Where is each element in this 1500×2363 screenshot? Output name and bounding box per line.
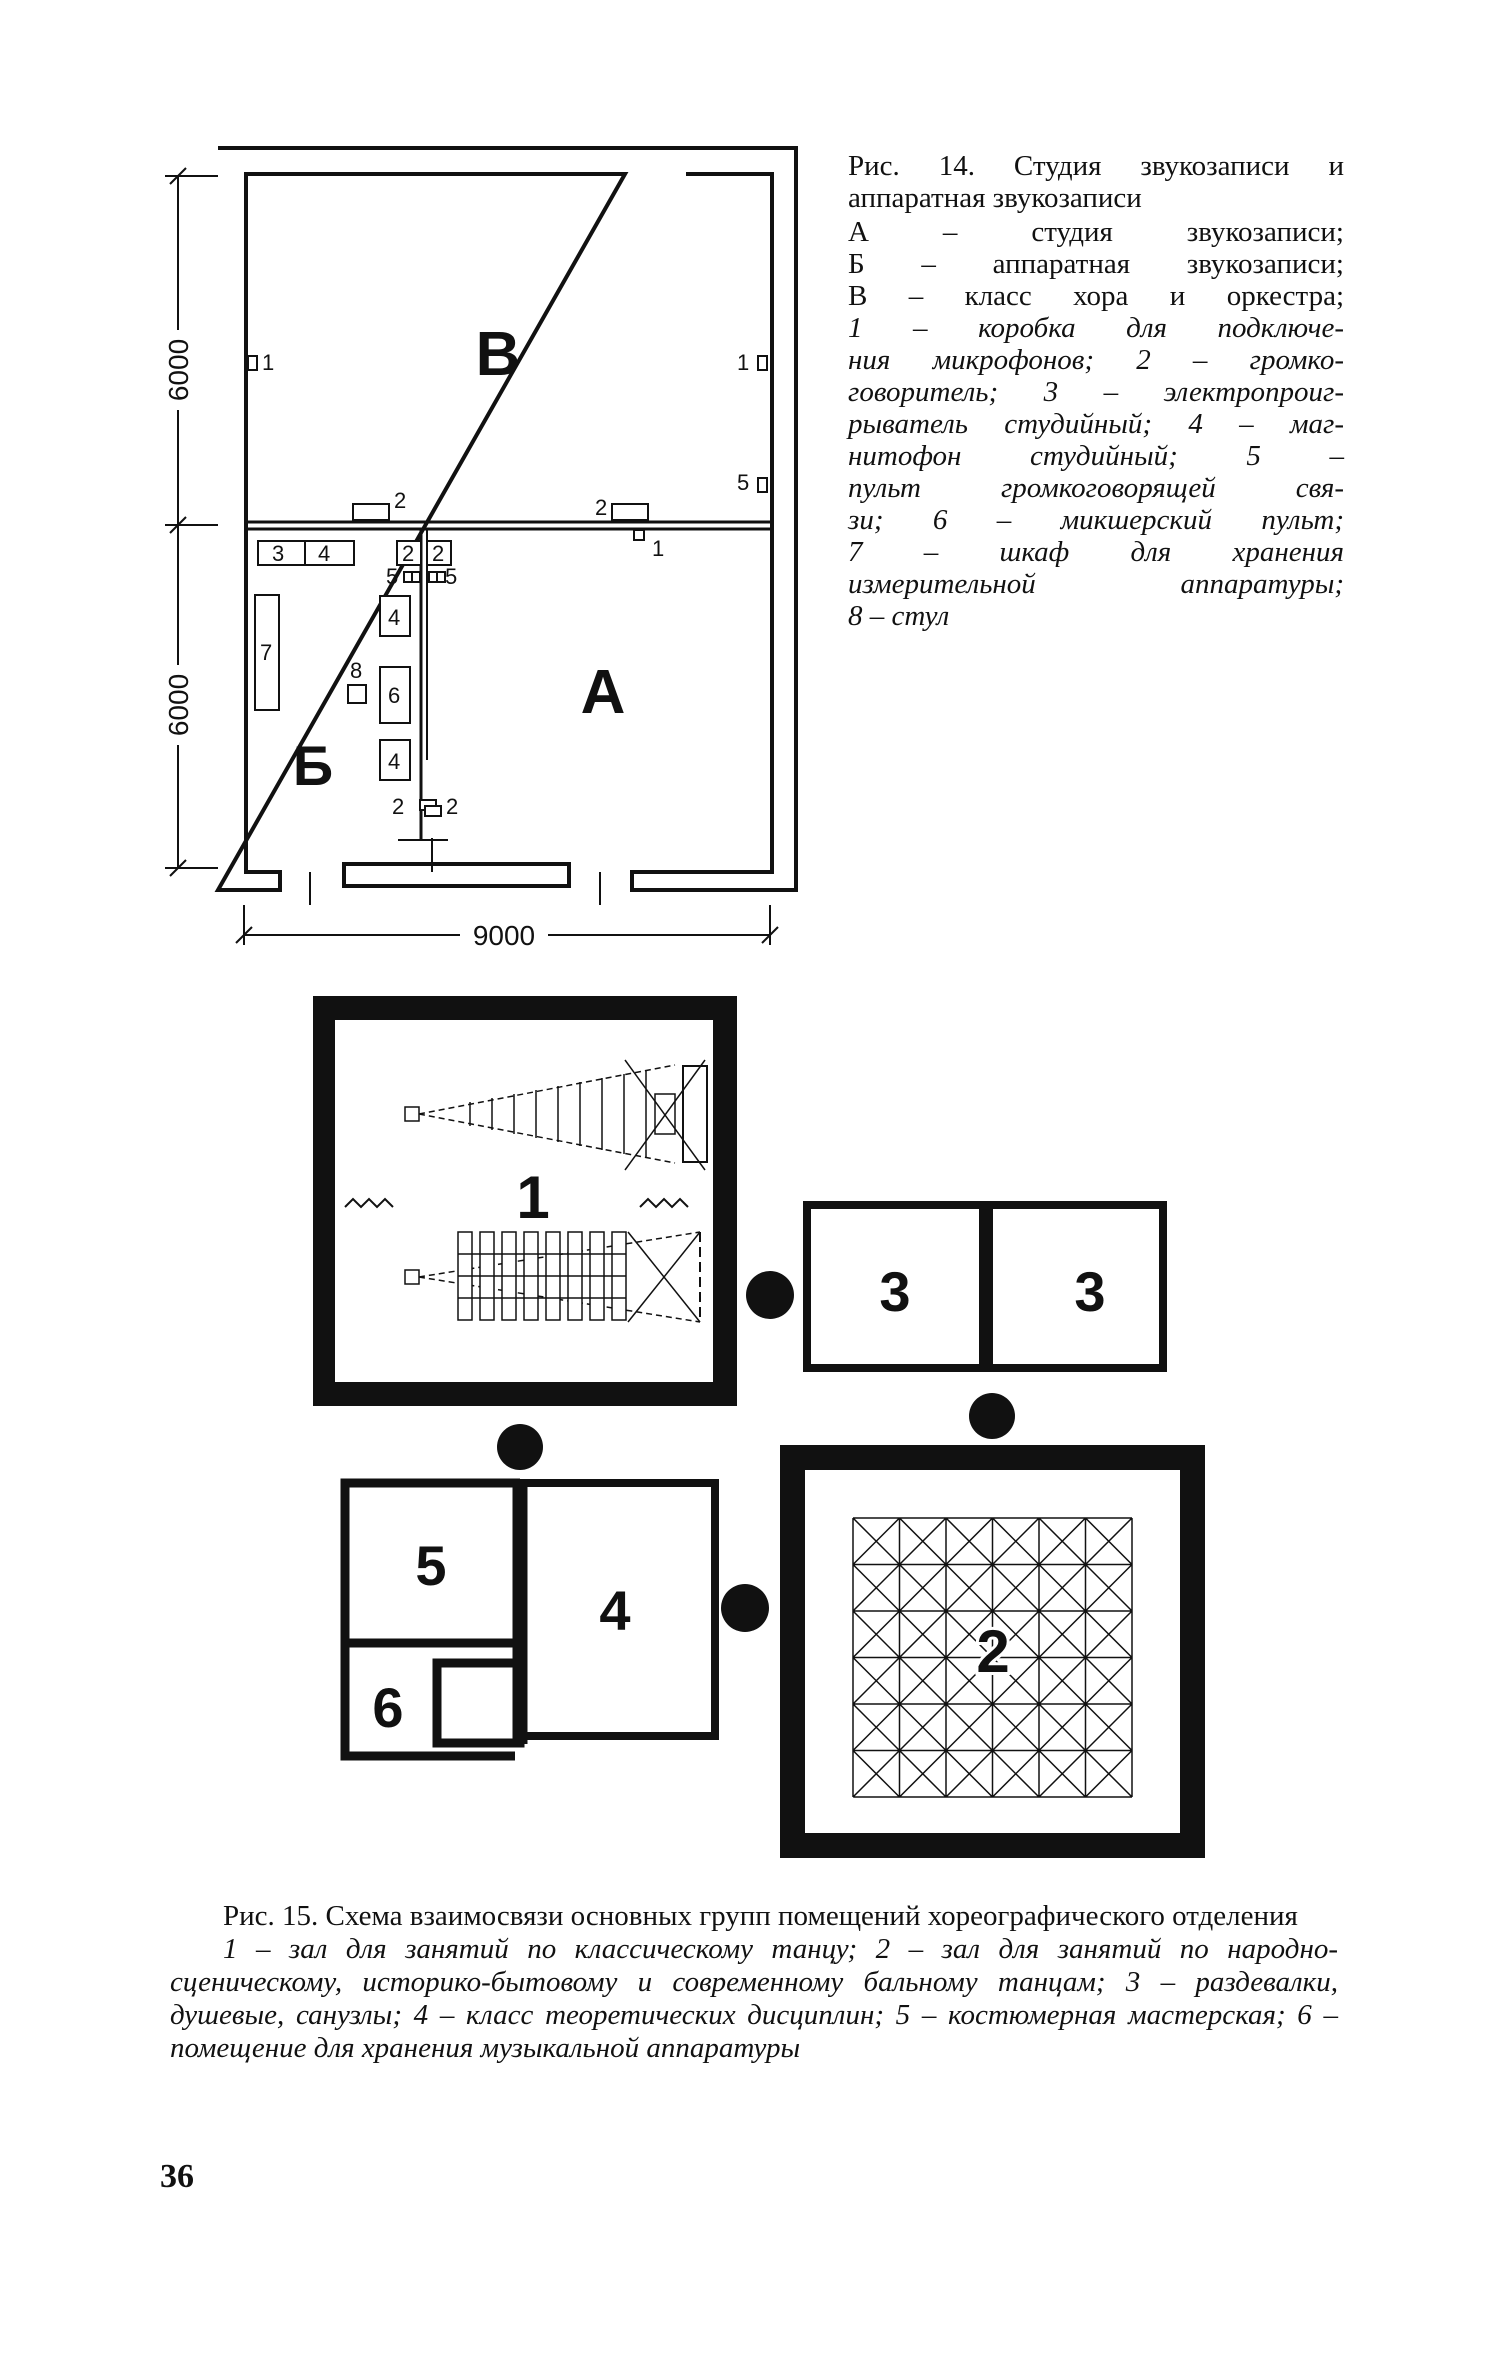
figure-14-caption-title: Рис. 14. Студия звукозаписи и аппаратная…	[848, 150, 1344, 214]
legend-line: нитофон студийный; 5 –	[848, 440, 1344, 472]
room-1-seats	[457, 1231, 627, 1321]
plan-num-2-left: 2	[394, 488, 406, 513]
plan-num-1-right: 1	[737, 350, 749, 375]
dim-bottom-label: 6000	[163, 674, 194, 736]
dim-width-label: 9000	[473, 920, 535, 951]
plan-equipment	[247, 355, 768, 817]
floor-grid-lines	[852, 1517, 1133, 1798]
room-label-2: 2	[976, 1618, 1009, 1685]
plan-num-2-right: 2	[595, 495, 607, 520]
connection-dot-3-2	[969, 1393, 1015, 1439]
plan-num-4-b: 4	[388, 749, 400, 774]
legend-line: зи; 6 – микшерский пульт;	[848, 504, 1344, 536]
legend-line: В – класс хора и оркестра;	[848, 280, 1344, 312]
connection-dot-1-4	[497, 1424, 543, 1470]
room-label-6: 6	[372, 1676, 403, 1739]
connection-dot-4-2	[721, 1584, 769, 1632]
plan-num-2-a: 2	[402, 541, 414, 566]
plan-num-6: 6	[388, 683, 400, 708]
plan-num-2-d: 2	[446, 794, 458, 819]
figure-15-caption: Рис. 15. Схема взаимосвязи основных груп…	[170, 1900, 1338, 2065]
dim-top-label: 6000	[163, 339, 194, 401]
plan-num-3: 3	[272, 541, 284, 566]
connection-dot-1-3	[746, 1271, 794, 1319]
room-6-walls	[432, 1658, 525, 1748]
room-label-b: Б	[293, 734, 333, 797]
plan-num-5-b: 5	[445, 564, 457, 589]
plan-num-1-mid: 1	[652, 536, 664, 561]
legend-line: 8 – стул	[848, 600, 950, 632]
legend-line: Б – аппаратная звукозаписи;	[848, 248, 1344, 280]
room-label-3b: 3	[1074, 1260, 1105, 1323]
room-5-top	[340, 1478, 520, 1648]
plan-num-5-right: 5	[737, 470, 749, 495]
figure-15-caption-title: Рис. 15. Схема взаимосвязи основных груп…	[223, 1900, 1298, 1932]
room-label-4: 4	[599, 1579, 630, 1642]
figure-15-legend: 1 – зал для занятий по классическому тан…	[170, 1933, 1338, 2064]
legend-line: говоритель; 3 – электропроиг-	[848, 376, 1344, 408]
room-label-a: А	[581, 658, 626, 727]
plan-numbers: 1 1 5 2 2 1 3 4 2 2 5 5 4 6 4 7 8 2 2	[260, 350, 749, 819]
room-label-3a: 3	[879, 1260, 910, 1323]
legend-line: измерительной аппаратуры;	[848, 568, 1344, 600]
legend-line: 1 – коробка для подключе-	[848, 312, 1344, 344]
room-label-v: В	[476, 320, 521, 389]
plan-num-7: 7	[260, 640, 272, 665]
room-2-floor-grid	[852, 1517, 1133, 1798]
figure-14-legend: А – студия звукозаписи; Б – аппаратная з…	[848, 216, 1344, 632]
room-label-5: 5	[415, 1534, 446, 1597]
legend-line: А – студия звукозаписи;	[848, 216, 1344, 248]
plan-num-2-b: 2	[432, 541, 444, 566]
legend-line: 7 – шкаф для хранения	[848, 536, 1344, 568]
plan-num-8: 8	[350, 658, 362, 683]
legend-line: пульт громкоговорящей свя-	[848, 472, 1344, 504]
plan-num-4-shelf: 4	[318, 541, 330, 566]
page-number: 36	[160, 2158, 194, 2195]
plan-num-1-left: 1	[262, 350, 274, 375]
figure-14-caption: Рис. 14. Студия звукозаписи и аппаратная…	[848, 150, 1344, 632]
plan-num-5-a: 5	[386, 564, 398, 589]
legend-line: ния микрофонов; 2 – громко-	[848, 344, 1344, 376]
room-label-1: 1	[516, 1164, 549, 1231]
legend-line: рыватель студийный; 4 – маг-	[848, 408, 1344, 440]
dimension-lines	[165, 167, 779, 945]
figure-15-scheme: 1 3 3 2 5 4 6	[313, 996, 1205, 1858]
plan-num-4-a: 4	[388, 605, 400, 630]
plan-num-2-c: 2	[392, 794, 404, 819]
